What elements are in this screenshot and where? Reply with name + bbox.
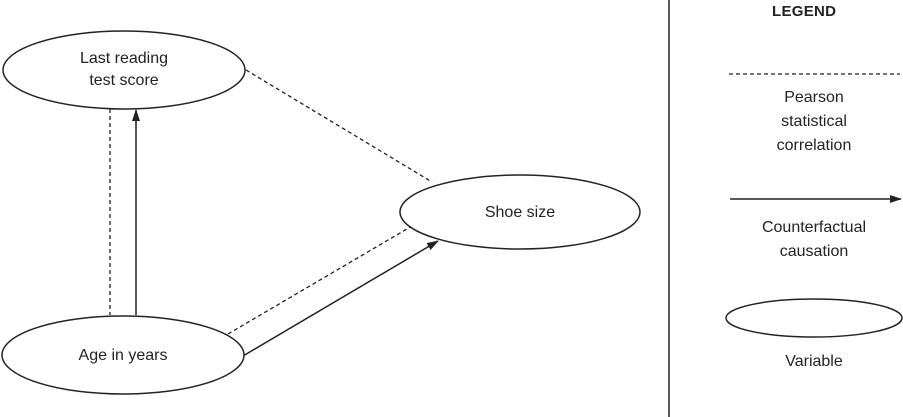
legend-ellipse-sample	[725, 298, 903, 338]
causation-arrow-age-to-shoe	[242, 240, 439, 357]
correlation-edge-reading-shoe	[245, 69, 433, 183]
node-reading-label: Last reading test score	[79, 50, 169, 89]
node-shoe-label: Shoe size	[484, 204, 556, 221]
legend-correlation-label: Pearson statistical correlation	[776, 89, 852, 154]
legend-variable-label: Variable	[785, 353, 843, 370]
node-reading-ellipse	[2, 30, 246, 110]
node-age-ellipse	[1, 315, 245, 395]
legend-title: LEGEND	[772, 3, 837, 20]
node-age-label: Age in years	[78, 347, 168, 364]
correlation-edge-age-shoe	[227, 225, 413, 335]
legend-causation-label: Counterfactual causation	[761, 219, 867, 260]
node-shoe-ellipse	[399, 174, 641, 250]
